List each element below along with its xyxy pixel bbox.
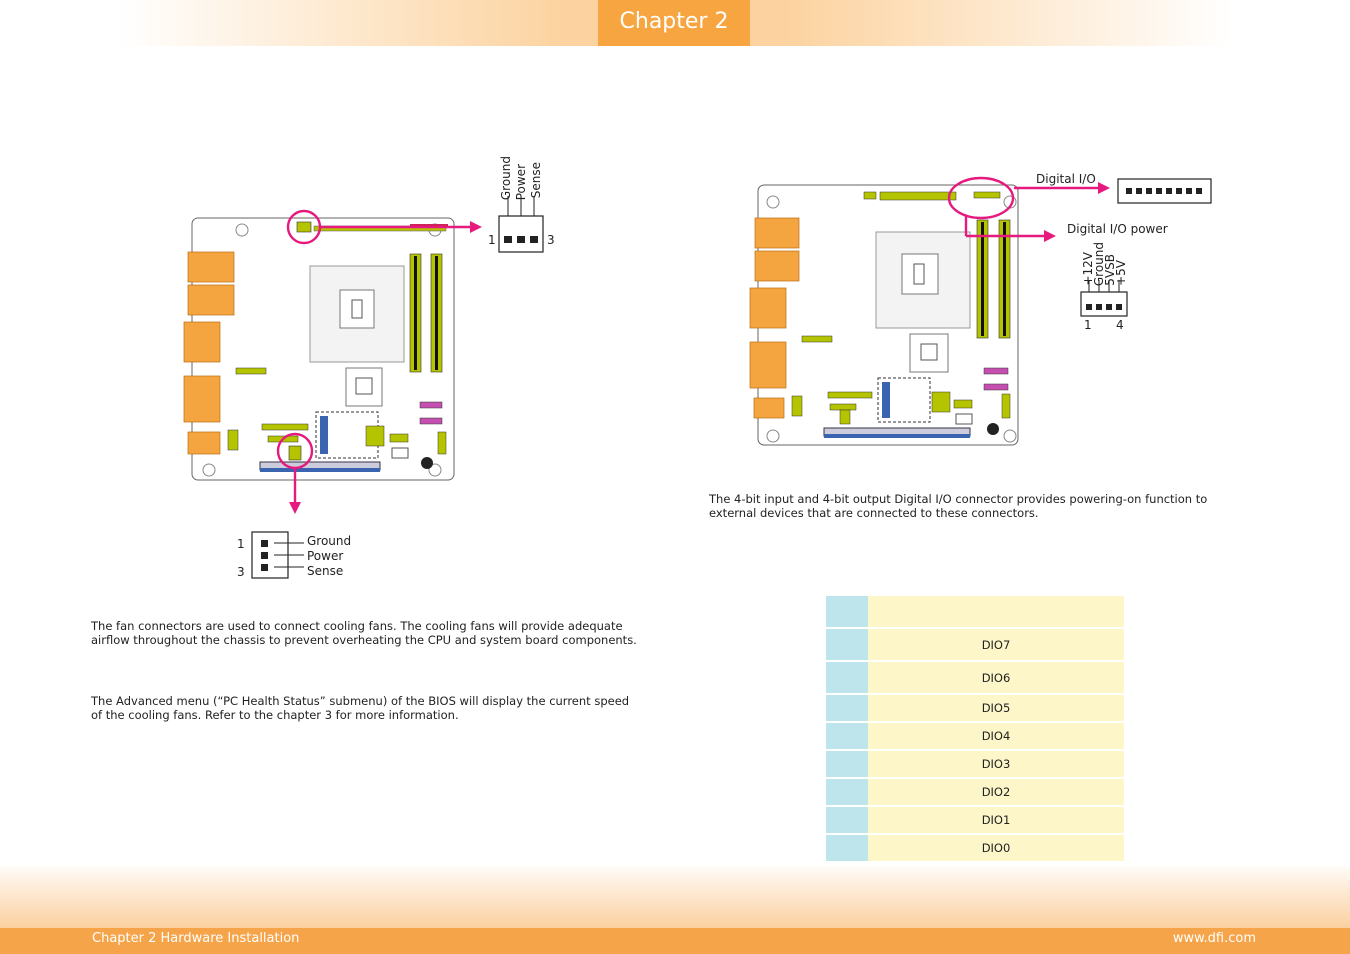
fan-board-diagram	[183, 196, 544, 579]
dio-power-pin1: 1	[1084, 318, 1092, 332]
table-cell-pin	[826, 807, 868, 833]
table-header-pin	[826, 596, 868, 627]
table-row: DIO4	[826, 723, 1124, 749]
table-cell-signal: DIO0	[868, 835, 1124, 861]
table-cell-signal: DIO5	[868, 695, 1124, 721]
table-cell-pin	[826, 662, 868, 693]
table-cell-signal: DIO4	[868, 723, 1124, 749]
fan-top-label-sense: Sense	[529, 162, 543, 199]
table-header-row	[826, 596, 1124, 627]
table-row: DIO6	[826, 662, 1124, 693]
footer-website-link[interactable]: www.dfi.com	[1172, 931, 1256, 946]
table-cell-pin	[826, 751, 868, 777]
table-row: DIO0	[826, 835, 1124, 861]
fan-top-pin1: 1	[488, 233, 496, 247]
fan-description: The fan connectors are used to connect c…	[91, 619, 637, 647]
fan-bottom-label-sense: Sense	[307, 564, 344, 578]
table-row: DIO2	[826, 779, 1124, 805]
footer-chapter-title: Chapter 2 Hardware Installation	[92, 931, 300, 946]
table-row: DIO1	[826, 807, 1124, 833]
dio-board-diagram	[749, 176, 1212, 446]
fan-bottom-pin3: 3	[237, 565, 245, 579]
table-cell-pin	[826, 629, 868, 660]
chapter-tab: Chapter 2	[598, 0, 750, 46]
fan-top-pin3: 3	[547, 233, 555, 247]
table-cell-pin	[826, 835, 868, 861]
table-row: DIO5	[826, 695, 1124, 721]
dio-power-pin4: 4	[1116, 318, 1124, 332]
table-cell-pin	[826, 723, 868, 749]
fan-top-label-ground: Ground	[499, 156, 513, 201]
table-cell-pin	[826, 695, 868, 721]
table-header-signal	[868, 596, 1124, 627]
table-cell-pin	[826, 779, 868, 805]
table-cell-signal: DIO7	[868, 629, 1124, 660]
table-cell-signal: DIO1	[868, 807, 1124, 833]
dio-description: The 4-bit input and 4-bit output Digital…	[709, 492, 1208, 520]
fan-bottom-pin1: 1	[237, 537, 245, 551]
footer-bar	[0, 928, 1350, 954]
fan-bottom-label-ground: Ground	[307, 534, 352, 548]
table-row: DIO3	[826, 751, 1124, 777]
dio-pin-table: DIO7 DIO6 DIO5 DIO4 DIO3 DIO2 DIO1 DIO0	[826, 594, 1124, 863]
fan-bottom-label-power: Power	[307, 549, 344, 563]
fan-bios-note: The Advanced menu (“PC Health Status” su…	[91, 694, 630, 722]
digital-io-label: Digital I/O	[1036, 172, 1096, 186]
fan-top-label-power: Power	[514, 164, 528, 201]
dio-power-label-5v: +5V	[1114, 260, 1128, 286]
table-cell-signal: DIO6	[868, 662, 1124, 693]
table-cell-signal: DIO3	[868, 751, 1124, 777]
table-row: DIO7	[826, 629, 1124, 660]
digital-io-power-label: Digital I/O power	[1067, 222, 1168, 236]
table-cell-signal: DIO2	[868, 779, 1124, 805]
